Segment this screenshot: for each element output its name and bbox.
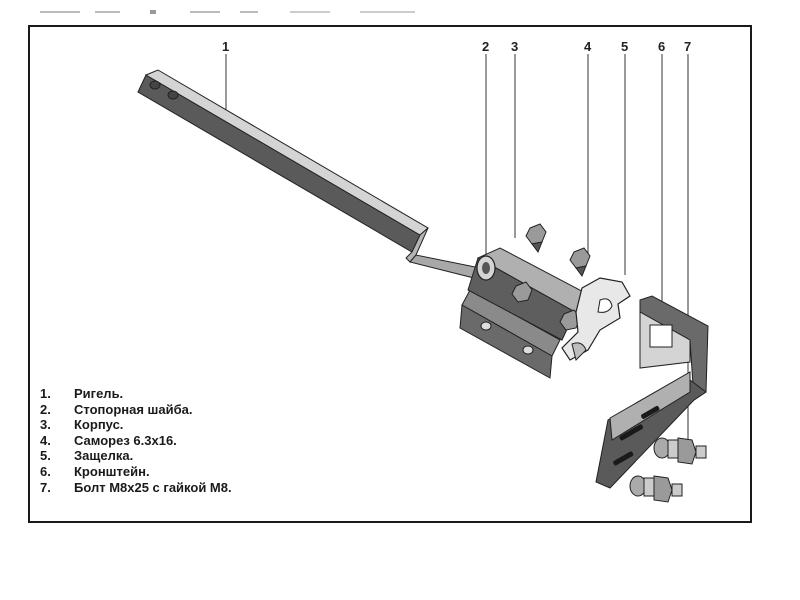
parts-legend: 1. Ригель. 2. Стопорная шайба. 3. Корпус. 4… xyxy=(40,386,232,495)
top-scan-artifact xyxy=(40,10,415,14)
callout-1: 1 xyxy=(222,39,229,54)
screw-1 xyxy=(525,223,547,254)
legend-item: 5. Защелка. xyxy=(40,448,232,464)
legend-item: 6. Кронштейн. xyxy=(40,464,232,480)
legend-text: Стопорная шайба. xyxy=(74,401,193,417)
legend-item: 7. Болт М8х25 с гайкой М8. xyxy=(40,480,232,496)
lock-washer-part xyxy=(476,255,496,281)
bracket-part xyxy=(595,295,709,489)
legend-number: 6. xyxy=(40,463,51,479)
callout-5: 5 xyxy=(621,39,628,54)
screw-4 xyxy=(559,309,581,331)
legend-number: 2. xyxy=(40,401,51,417)
legend-number: 4. xyxy=(40,432,51,448)
screw-2 xyxy=(569,247,591,278)
leader-lines xyxy=(225,54,689,445)
bolt-2 xyxy=(629,475,683,503)
legend-text: Защелка. xyxy=(74,448,134,464)
self-tapping-screws xyxy=(511,223,591,331)
callout-2: 2 xyxy=(482,39,489,54)
callout-3: 3 xyxy=(511,39,518,54)
screw-3 xyxy=(511,281,533,303)
legend-number: 1. xyxy=(40,386,51,401)
legend-item: 4. Саморез 6.3х16. xyxy=(40,433,232,449)
legend-number: 3. xyxy=(40,417,51,433)
latch-part xyxy=(561,277,631,361)
callout-7: 7 xyxy=(684,39,691,54)
legend-text: Саморез 6.3х16. xyxy=(74,432,177,448)
legend-text: Корпус. xyxy=(74,417,124,433)
legend-item: 2. Стопорная шайба. xyxy=(40,402,232,418)
callout-4: 4 xyxy=(584,39,592,54)
crossbar-part xyxy=(137,69,481,279)
legend-text: Болт М8х25 с гайкой М8. xyxy=(74,479,232,495)
callout-6: 6 xyxy=(658,39,665,54)
bolt-1 xyxy=(653,437,707,465)
legend-item: 1. Ригель. xyxy=(40,386,232,402)
legend-text: Кронштейн. xyxy=(74,463,150,479)
legend-item: 3. Корпус. xyxy=(40,417,232,433)
bolts-with-nuts xyxy=(629,437,707,503)
legend-text: Ригель. xyxy=(74,386,124,401)
legend-number: 5. xyxy=(40,448,51,464)
legend-number: 7. xyxy=(40,479,51,495)
